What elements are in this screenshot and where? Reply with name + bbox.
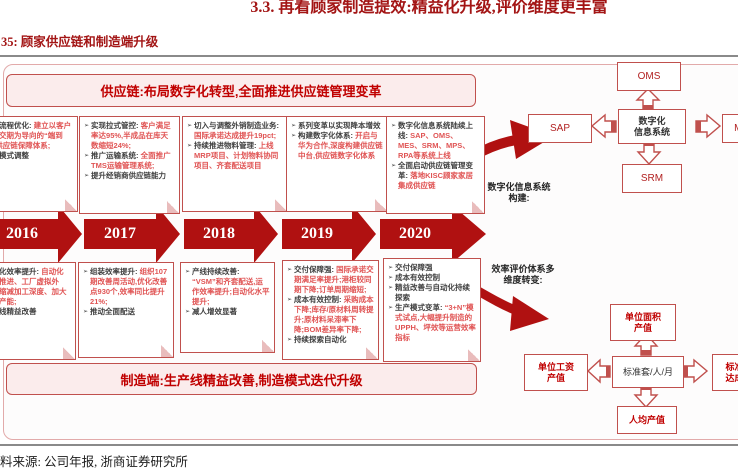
oms-box: OMS (617, 62, 681, 91)
supply-box-2019: ➢系列变革以实现降本增效 ➢构建数字化体系: 开启与华为合作,深度构建供应链中台… (286, 116, 388, 212)
bullet-icon: ➢ (391, 123, 397, 129)
bullet-icon: ➢ (291, 123, 297, 129)
mfg-box-2020: ➢交付保障强 ➢成本有效控制 ➢精益改善与自动化持续探索 ➢生产模式变革: “3… (383, 258, 481, 362)
timeline-year-2018: 2018 (203, 225, 235, 242)
unit-wage-output-box: 单位工资 产值 (524, 354, 588, 391)
bullet-icon: ➢ (83, 269, 89, 275)
mfg-box-2019: ➢交付保障强: 国际承诺交期满足率提升;港柜较同期下降;订单周期缩短; ➢成本有… (282, 260, 379, 360)
timeline-year-2020: 2020 (399, 225, 431, 242)
unit-area-output-box: 单位面积 产值 (610, 304, 676, 341)
mfg-box-2018: ➢产线持续改善: “VSM”和齐套配送,运作效率提升;自动化水平提升; ➢减人增… (180, 262, 275, 353)
supply-box-2017: ➢实现拉式管控: 客户满足率达95%,半成品在库天数缩短24%; ➢推广运输系统… (79, 116, 180, 214)
bullet-icon: ➢ (185, 309, 191, 315)
manufacturing-banner: 制造端:生产线精益改善,制造模式迭代升级 (6, 363, 477, 395)
bullet-icon: ➢ (388, 275, 394, 281)
per-capita-output-box: 人均产值 (617, 406, 677, 434)
bullet-icon: ➢ (287, 267, 293, 273)
figure-caption: 35: 顾家供应链和制造端升级 (1, 35, 159, 49)
supply-box-2018: ➢切入与调整外销制造业务: 国际承诺达成提升19pct; ➢持续推进物料管理: … (182, 116, 288, 212)
standard-rate-box: 标准套 达成率 (712, 354, 738, 391)
bullet-icon: ➢ (185, 269, 191, 275)
bullet-icon: ➢ (287, 337, 293, 343)
supply-box-2020: ➢数字化信息系统陆续上线: SAP、OMS、MES、SRM、MPS、RPA等系统… (386, 116, 485, 214)
supply-box-2016: ➢订单流程优化: 建立以客户需求交期为导向的“端到端”供应链保障体系; ➢业务模… (0, 116, 78, 212)
bullet-icon: ➢ (84, 173, 90, 179)
timeline-year-2017: 2017 (104, 225, 136, 242)
divider-top (0, 55, 738, 57)
mfg-box-2017: ➢组装效率提升: 组织107期改善周活动,优化改善点930个,效率同比提升21%… (78, 262, 174, 358)
supply-chain-banner: 供应链:布局数字化转型,全面推进供应链管理变革 (6, 74, 476, 107)
bullet-icon: ➢ (388, 305, 394, 311)
bullet-icon: ➢ (84, 153, 90, 159)
mes-box: MES (722, 114, 738, 143)
timeline-year-2019: 2019 (301, 225, 333, 242)
sap-box: SAP (528, 114, 592, 143)
bullet-icon: ➢ (388, 265, 394, 271)
bullet-icon: ➢ (287, 297, 293, 303)
bullet-icon: ➢ (83, 309, 89, 315)
standard-set-box: 标准套/人/月 (612, 356, 684, 388)
bullet-icon: ➢ (388, 285, 394, 291)
mfg-box-2016: ➢结构化效率提升: 自动化设备推进、工厂虚拟外包、缩减加工深度、加大外协产能; … (0, 262, 76, 360)
digital-system-box: 数字化 信息系统 (618, 109, 686, 144)
timeline-year-2016: 2016 (6, 225, 38, 242)
source-note: 料来源: 公司年报, 浙商证券研究所 (0, 455, 188, 469)
digital-cluster-label: 数字化信息系统 构建: (487, 182, 551, 203)
bullet-icon: ➢ (291, 133, 297, 139)
bullet-icon: ➢ (187, 123, 193, 129)
srm-box: SRM (622, 164, 682, 193)
bullet-icon: ➢ (187, 143, 193, 149)
bullet-icon: ➢ (84, 123, 90, 129)
efficiency-cluster-label: 效率评价体系多 维度转变: (491, 264, 555, 285)
bullet-icon: ➢ (391, 163, 397, 169)
divider-bottom (0, 444, 738, 446)
section-title: 3.3. 再看顾家制造提效:精益化升级,评价维度更丰富 (250, 0, 608, 16)
